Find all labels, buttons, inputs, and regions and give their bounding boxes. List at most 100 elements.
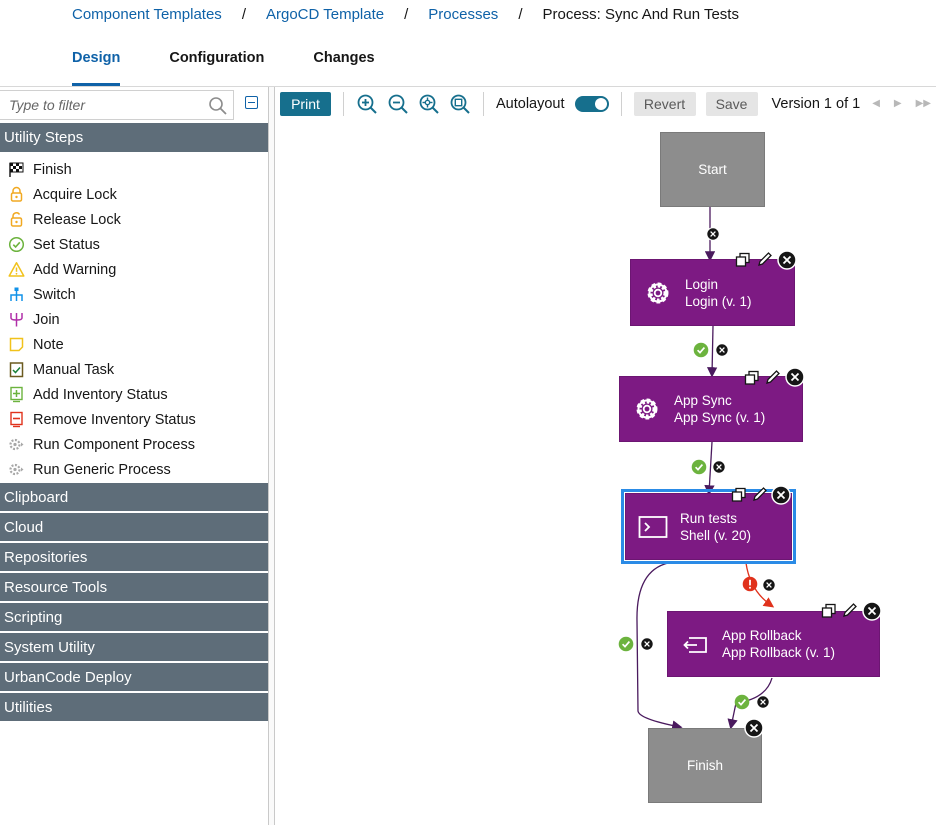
step-run-component-process[interactable]: Run Component Process [0, 432, 268, 457]
step-add-warning[interactable]: Add Warning [0, 257, 268, 282]
copy-icon[interactable] [731, 487, 747, 503]
step-note[interactable]: Note [0, 332, 268, 357]
step-title: App Sync [674, 393, 732, 408]
breadcrumb-argocd-template[interactable]: ArgoCD Template [265, 5, 385, 23]
connection-login-appsync [706, 325, 718, 378]
category-cloud[interactable]: Cloud [0, 513, 268, 543]
zoom-reset-icon[interactable] [449, 93, 471, 115]
zoom-fit-icon[interactable] [418, 93, 440, 115]
save-button[interactable]: Save [705, 91, 758, 116]
step-release-lock[interactable]: Release Lock [0, 207, 268, 232]
success-status-icon[interactable] [691, 459, 707, 475]
edit-icon[interactable] [757, 251, 773, 267]
step-acquire-lock[interactable]: Acquire Lock [0, 182, 268, 207]
breadcrumb-current: Process: Sync And Run Tests [542, 5, 739, 23]
version-indicator: Version 1 of 1 [771, 95, 861, 112]
designer-toolbar: Print Autolayout Revert Save Version 1 o… [276, 87, 936, 120]
step-label: Release Lock [33, 211, 121, 228]
note-icon [8, 336, 25, 353]
zoom-in-icon[interactable] [356, 93, 378, 115]
collapse-all-icon[interactable] [245, 96, 258, 109]
delete-connection-icon[interactable] [762, 578, 776, 592]
gear-icon [636, 398, 658, 420]
gear-icon [647, 282, 669, 303]
breadcrumb-separator: / [241, 5, 246, 23]
success-status-icon[interactable] [734, 694, 750, 710]
revert-button[interactable]: Revert [633, 91, 696, 116]
tab-bar: Design Configuration Changes [72, 50, 424, 86]
delete-connection-icon[interactable] [715, 343, 729, 357]
step-add-inventory-status[interactable]: Add Inventory Status [0, 382, 268, 407]
category-utility-steps[interactable]: Utility Steps [0, 123, 268, 154]
step-label: Finish [33, 161, 72, 178]
step-switch[interactable]: Switch [0, 282, 268, 307]
delete-connection-icon[interactable] [712, 460, 726, 474]
step-title: Login [685, 276, 719, 292]
step-label: Run Component Process [33, 436, 195, 453]
next-version-icon[interactable]: ▶ [893, 98, 902, 109]
category-clipboard[interactable]: Clipboard [0, 483, 268, 513]
delete-connection-icon[interactable] [640, 637, 654, 651]
category-repositories[interactable]: Repositories [0, 543, 268, 573]
start-label: Start [698, 162, 727, 177]
copy-icon[interactable] [821, 603, 837, 619]
edit-icon[interactable] [842, 602, 858, 618]
delete-connection-icon[interactable] [706, 227, 720, 241]
breadcrumb-processes[interactable]: Processes [428, 5, 499, 23]
success-status-icon[interactable] [693, 342, 709, 358]
finish-node[interactable]: Finish [648, 728, 762, 803]
success-status-icon[interactable] [618, 636, 634, 652]
category-scripting[interactable]: Scripting [0, 603, 268, 633]
delete-step-icon[interactable] [777, 250, 797, 270]
step-run-generic-process[interactable]: Run Generic Process [0, 457, 268, 482]
step-remove-inventory-status[interactable]: Remove Inventory Status [0, 407, 268, 432]
tab-configuration[interactable]: Configuration [169, 50, 265, 66]
step-manual-task[interactable]: Manual Task [0, 357, 268, 382]
run-process-icon [8, 461, 25, 478]
tab-design[interactable]: Design [72, 50, 121, 86]
warning-icon [8, 261, 25, 278]
breadcrumb-component-templates[interactable]: Component Templates [72, 5, 222, 23]
print-button[interactable]: Print [280, 91, 331, 116]
category-system-utility[interactable]: System Utility [0, 633, 268, 663]
category-urbancode-deploy[interactable]: UrbanCode Deploy [0, 663, 268, 693]
tab-changes[interactable]: Changes [313, 50, 375, 66]
rollback-icon [683, 637, 707, 653]
delete-step-icon[interactable] [785, 367, 805, 387]
edit-icon[interactable] [752, 486, 768, 502]
edit-icon[interactable] [765, 369, 781, 385]
step-set-status[interactable]: Set Status [0, 232, 268, 257]
copy-icon[interactable] [735, 252, 751, 268]
delete-step-icon[interactable] [744, 718, 764, 738]
category-resource-tools[interactable]: Resource Tools [0, 573, 268, 603]
checkered-flag-icon [8, 161, 25, 178]
prev-version-icon[interactable]: ◀ [872, 98, 880, 109]
delete-connection-icon[interactable] [756, 695, 770, 709]
finish-label: Finish [686, 758, 723, 773]
step-subtitle: App Sync (v. 1) [674, 410, 766, 425]
switch-icon [8, 286, 25, 303]
zoom-out-icon[interactable] [387, 93, 409, 115]
last-version-icon[interactable]: ▶▶ [915, 98, 931, 109]
panel-splitter[interactable] [268, 87, 275, 825]
step-label: Set Status [33, 236, 100, 253]
utility-steps-list: Finish Acquire Lock Release Lock Set Sta… [0, 154, 268, 482]
delete-step-icon[interactable] [771, 485, 791, 505]
filter-input[interactable] [0, 90, 234, 120]
start-node[interactable]: Start [660, 132, 765, 207]
category-utilities[interactable]: Utilities [0, 693, 268, 723]
search-icon[interactable] [208, 96, 228, 116]
copy-icon[interactable] [744, 370, 760, 386]
connection-appsync-runtests [704, 441, 715, 496]
failure-status-icon[interactable] [742, 576, 758, 592]
step-label: Remove Inventory Status [33, 411, 196, 428]
step-finish[interactable]: Finish [0, 157, 268, 182]
delete-step-icon[interactable] [862, 601, 882, 621]
autolayout-toggle[interactable] [574, 95, 609, 112]
step-join[interactable]: Join [0, 307, 268, 332]
